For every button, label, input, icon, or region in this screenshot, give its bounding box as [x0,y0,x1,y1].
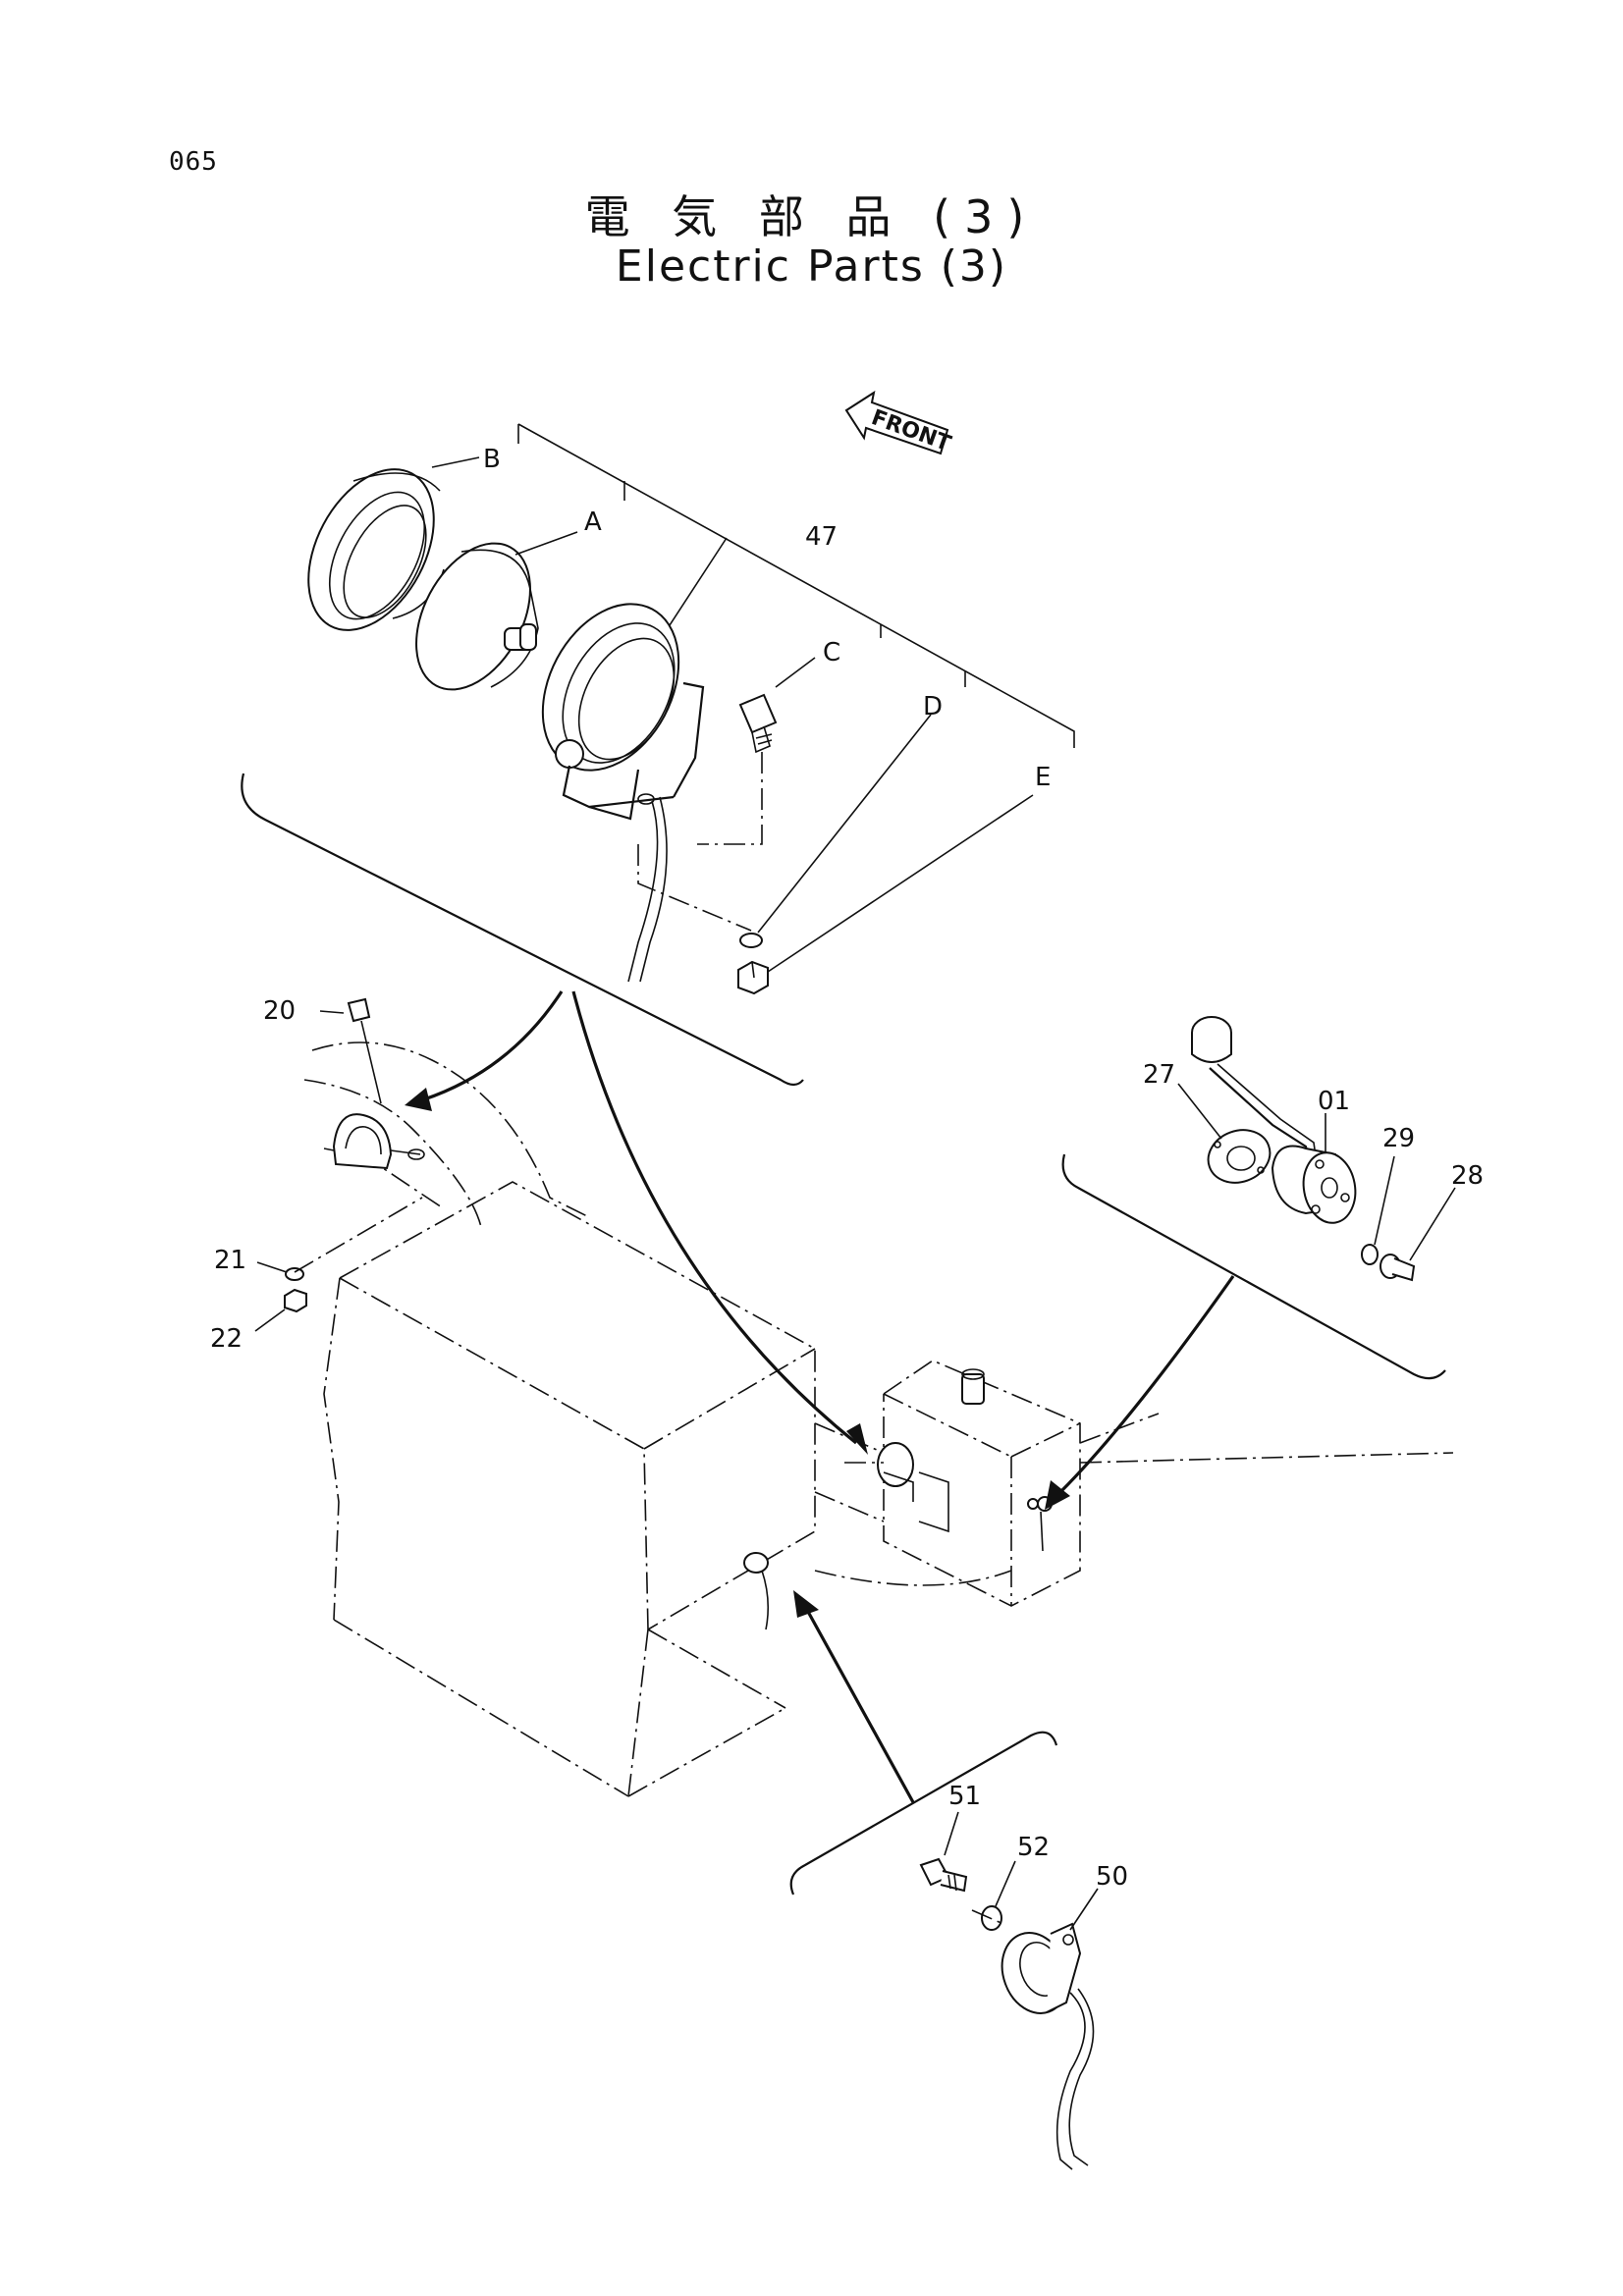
title-japanese: 電 気 部 品 (3) [584,190,1039,243]
label-29: 29 [1382,1124,1415,1153]
label-E: E [1035,763,1051,792]
label-52: 52 [1017,1833,1050,1862]
label-B: B [483,445,501,474]
front-label: FRONT [868,405,954,456]
title-english: Electric Parts (3) [615,241,1008,292]
label-21: 21 [214,1246,246,1275]
label-C: C [823,638,840,667]
label-22: 22 [210,1324,243,1354]
fuel-sensor-group: 27 01 29 28 [1061,1016,1484,1380]
label-28: 28 [1451,1161,1484,1191]
label-27: 27 [1143,1060,1175,1090]
clamp-group: 20 21 22 [210,996,425,1354]
label-D: D [923,692,943,721]
nut-E-part [737,960,769,995]
label-20: 20 [263,996,296,1026]
pointer-arrows [405,990,1235,1803]
lens-unit-part [415,542,539,691]
bolt-C-part [738,693,778,754]
machine-body-outline [303,1041,1454,1797]
work-light-group: B A 47 [241,423,1075,1087]
label-51: 51 [948,1782,981,1811]
label-01: 01 [1318,1087,1350,1116]
label-47: 47 [805,522,838,552]
label-A: A [584,507,602,537]
page-number: 065 [169,147,218,177]
label-50: 50 [1096,1862,1128,1892]
lamp-housing-part [541,603,705,983]
retaining-ring-part [307,468,445,631]
front-arrow-icon: FRONT [844,390,954,456]
washer-D-part [739,933,763,948]
horn-group: 51 52 50 [789,1731,1128,2170]
